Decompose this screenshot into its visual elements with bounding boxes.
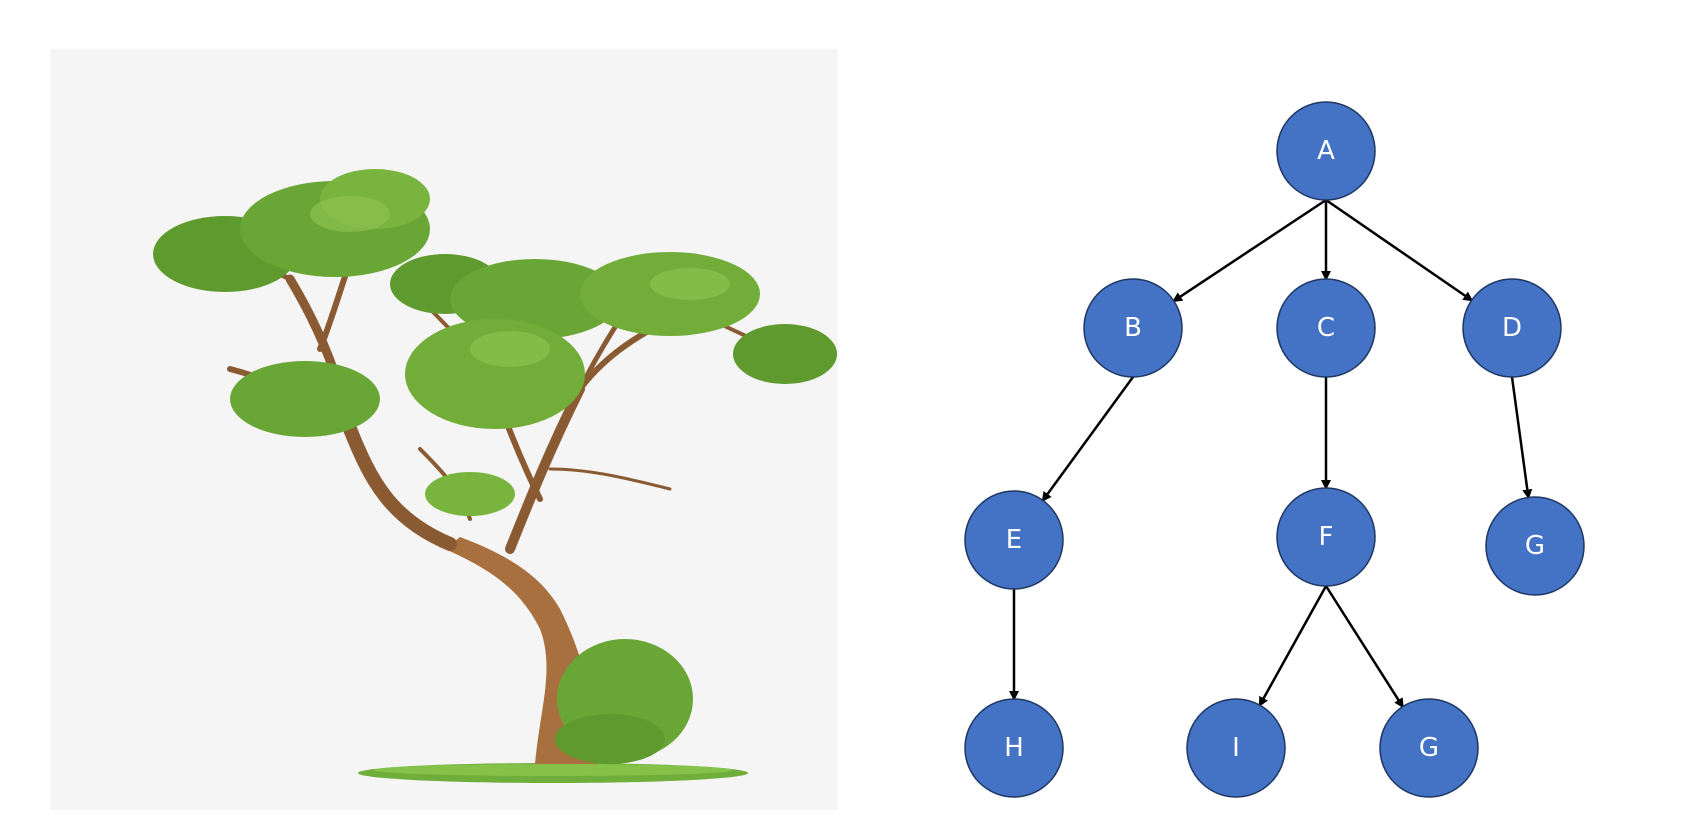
node-A: A bbox=[1276, 101, 1376, 201]
nodes-layer: A B C D E F G H I G bbox=[964, 101, 1585, 798]
node-H: H bbox=[964, 698, 1064, 798]
node-label: D bbox=[1502, 313, 1522, 343]
node-F: F bbox=[1276, 487, 1376, 587]
edge-D-G1 bbox=[1510, 376, 1533, 500]
tree-diagram-canvas: A B C D E F G H I G bbox=[964, 101, 1585, 798]
node-D: D bbox=[1462, 278, 1562, 378]
tree-diagram: A B C D E F G H I G bbox=[900, 60, 1660, 820]
node-B: B bbox=[1083, 278, 1183, 378]
edge-A-D bbox=[1325, 198, 1474, 302]
node-G1: G bbox=[1485, 496, 1585, 596]
node-circle bbox=[1379, 698, 1479, 798]
node-label: F bbox=[1319, 522, 1334, 552]
tree-foliage bbox=[153, 169, 837, 764]
node-circle bbox=[1276, 101, 1376, 201]
node-label: G bbox=[1525, 531, 1545, 561]
node-label: I bbox=[1232, 733, 1240, 763]
node-C: C bbox=[1276, 278, 1376, 378]
tree-illustration-icon bbox=[153, 169, 837, 783]
node-label: A bbox=[1317, 136, 1335, 166]
node-label: E bbox=[1006, 525, 1022, 555]
node-label: H bbox=[1004, 733, 1024, 763]
node-circle bbox=[1083, 278, 1183, 378]
node-label: G bbox=[1419, 733, 1439, 763]
node-circle bbox=[1186, 698, 1286, 798]
node-circle bbox=[1276, 278, 1376, 378]
edge-F-G2 bbox=[1324, 585, 1404, 709]
node-I: I bbox=[1186, 698, 1286, 798]
node-circle bbox=[964, 698, 1064, 798]
edge-B-E bbox=[1041, 376, 1135, 503]
node-circle bbox=[1462, 278, 1562, 378]
node-G2: G bbox=[1379, 698, 1479, 798]
edges-layer bbox=[1009, 198, 1533, 709]
node-label: B bbox=[1124, 313, 1142, 343]
edge-A-B bbox=[1172, 198, 1327, 303]
node-E: E bbox=[964, 490, 1064, 590]
node-circle bbox=[1276, 487, 1376, 587]
tree-photo bbox=[50, 49, 838, 810]
node-label: C bbox=[1317, 313, 1335, 343]
node-circle bbox=[1485, 496, 1585, 596]
node-circle bbox=[964, 490, 1064, 590]
edge-F-I bbox=[1258, 585, 1328, 707]
